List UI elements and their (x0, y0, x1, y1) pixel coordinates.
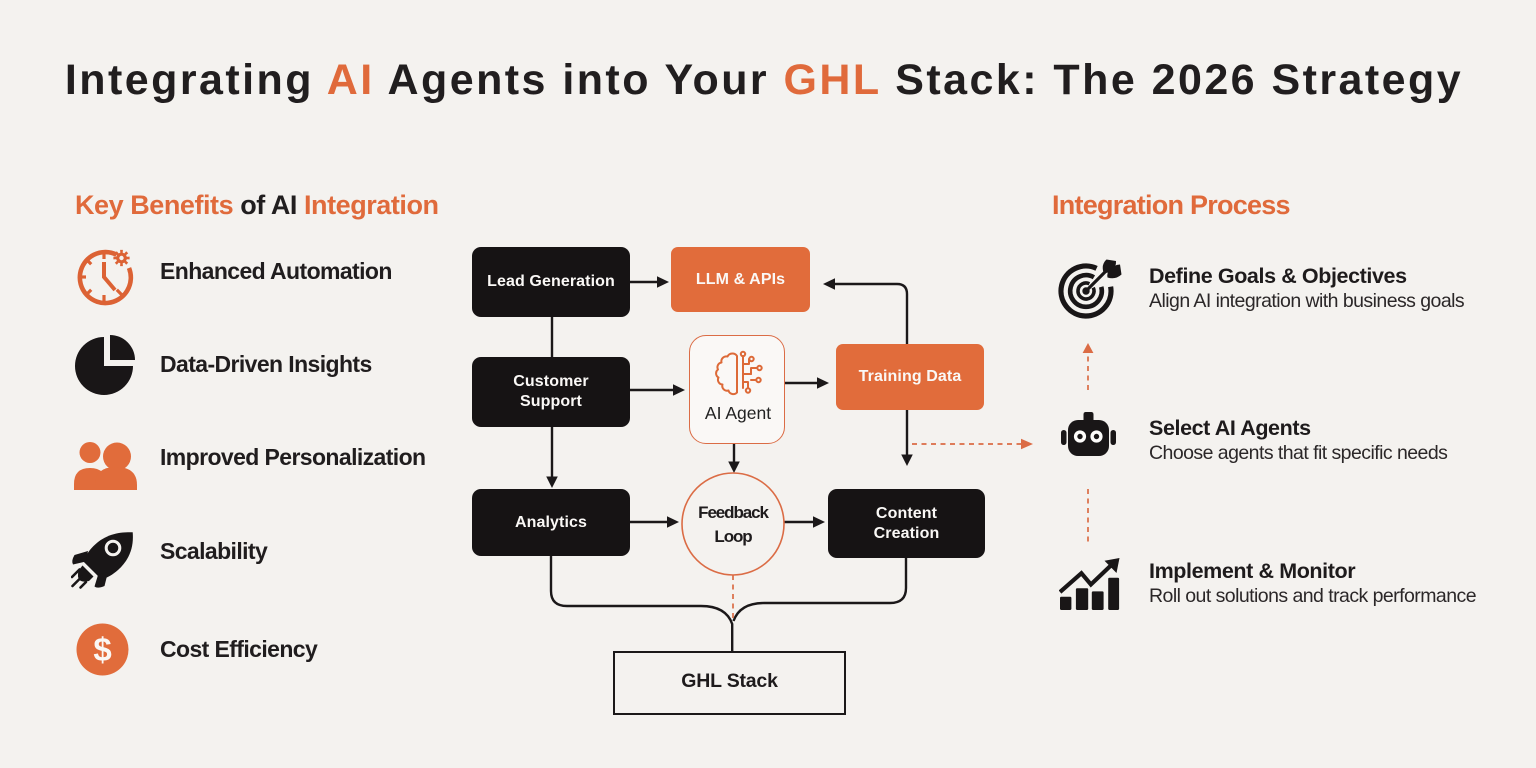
svg-text:$: $ (93, 631, 111, 668)
